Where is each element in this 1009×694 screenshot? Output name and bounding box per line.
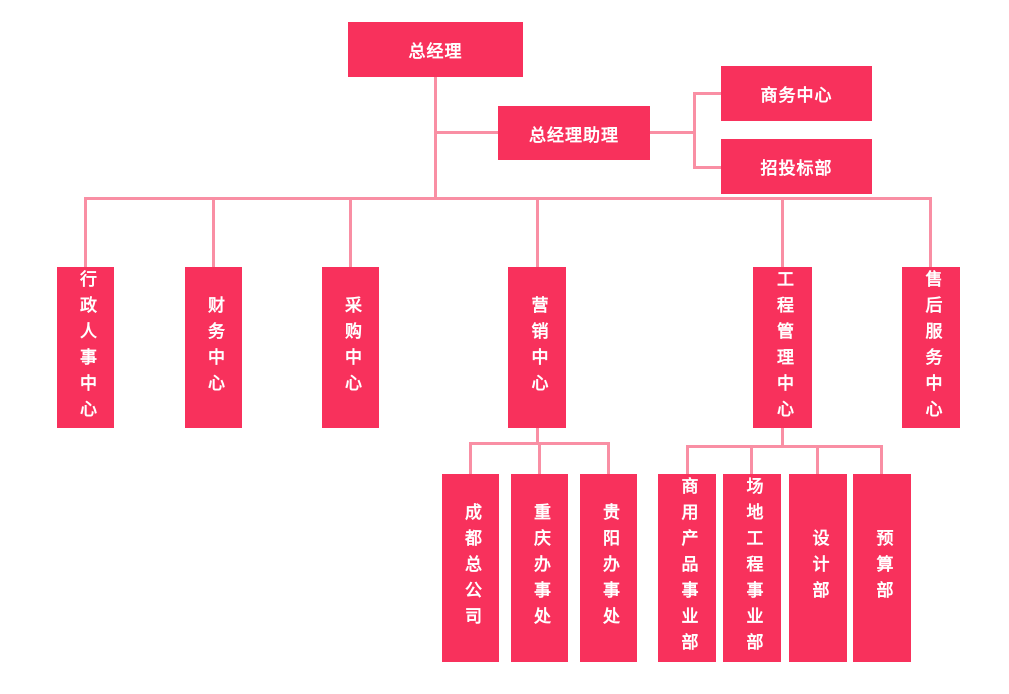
connector-line-assistant-right xyxy=(650,131,696,134)
connector-line-drop-guiyang xyxy=(607,442,610,474)
node-label: 贵阳办事处 xyxy=(599,503,619,633)
node-label: 营销中心 xyxy=(527,295,548,400)
node-procurement-center[interactable]: 采购中心 xyxy=(322,267,379,428)
node-guiyang-office[interactable]: 贵阳办事处 xyxy=(580,474,637,662)
connector-line-root-trunk xyxy=(434,75,437,199)
connector-line-bidding xyxy=(693,166,721,169)
connector-line-drop-marketing xyxy=(536,197,539,267)
connector-line-drop-commercial xyxy=(686,445,689,474)
node-label: 商务中心 xyxy=(760,86,833,106)
node-label: 售后服务中心 xyxy=(921,269,942,426)
node-label: 采购中心 xyxy=(341,295,361,400)
node-label: 重庆办事处 xyxy=(530,503,550,633)
connector-line-engineering-rail xyxy=(686,445,883,448)
node-label: 预算部 xyxy=(872,529,893,607)
node-after-sales-center[interactable]: 售后服务中心 xyxy=(902,267,960,428)
connector-line-drop-finance xyxy=(212,197,215,267)
node-general-manager[interactable]: 总经理 xyxy=(348,22,523,77)
connector-line-drop-engineering xyxy=(781,197,784,267)
node-label: 财务中心 xyxy=(204,295,224,400)
node-label: 总经理 xyxy=(408,42,463,62)
node-commercial-products-div[interactable]: 商用产品事业部 xyxy=(658,474,716,662)
node-budget-dept[interactable]: 预算部 xyxy=(853,474,911,662)
connector-line-engineering-stub xyxy=(781,428,784,448)
node-admin-hr-center[interactable]: 行政人事中心 xyxy=(57,267,114,428)
node-business-center[interactable]: 商务中心 xyxy=(721,66,872,121)
node-chengdu-head-office[interactable]: 成都总公司 xyxy=(442,474,499,662)
node-chongqing-office[interactable]: 重庆办事处 xyxy=(511,474,568,662)
node-label: 场地工程事业部 xyxy=(742,477,763,659)
connector-line-main-rail xyxy=(84,197,932,200)
connector-line-drop-chengdu xyxy=(469,442,472,474)
node-finance-center[interactable]: 财务中心 xyxy=(185,267,242,428)
connector-line-drop-budget xyxy=(880,445,883,474)
node-marketing-center[interactable]: 营销中心 xyxy=(508,267,566,428)
node-label: 设计部 xyxy=(808,529,829,607)
node-design-dept[interactable]: 设计部 xyxy=(789,474,847,662)
connector-line-drop-after-sales xyxy=(929,197,932,267)
node-gm-assistant[interactable]: 总经理助理 xyxy=(498,106,650,160)
connector-line-marketing-stub xyxy=(536,428,539,445)
node-bidding-dept[interactable]: 招投标部 xyxy=(721,139,872,194)
node-label: 工程管理中心 xyxy=(773,269,793,426)
connector-line-drop-site xyxy=(750,445,753,474)
node-engineering-mgmt-center[interactable]: 工程管理中心 xyxy=(753,267,812,428)
connector-line-business xyxy=(693,92,721,95)
node-label: 成都总公司 xyxy=(461,503,481,633)
node-label: 招投标部 xyxy=(760,159,833,179)
connector-line-drop-procurement xyxy=(349,197,352,267)
node-label: 商用产品事业部 xyxy=(677,477,698,659)
node-site-engineering-div[interactable]: 场地工程事业部 xyxy=(723,474,781,662)
node-label: 行政人事中心 xyxy=(76,269,96,426)
connector-line-drop-design xyxy=(816,445,819,474)
connector-line-drop-admin-hr xyxy=(84,197,87,267)
node-label: 总经理助理 xyxy=(529,125,619,146)
connector-line-assistant-left xyxy=(434,131,498,134)
connector-line-assistant-bracket xyxy=(693,92,696,169)
connector-line-drop-chongqing xyxy=(538,442,541,474)
